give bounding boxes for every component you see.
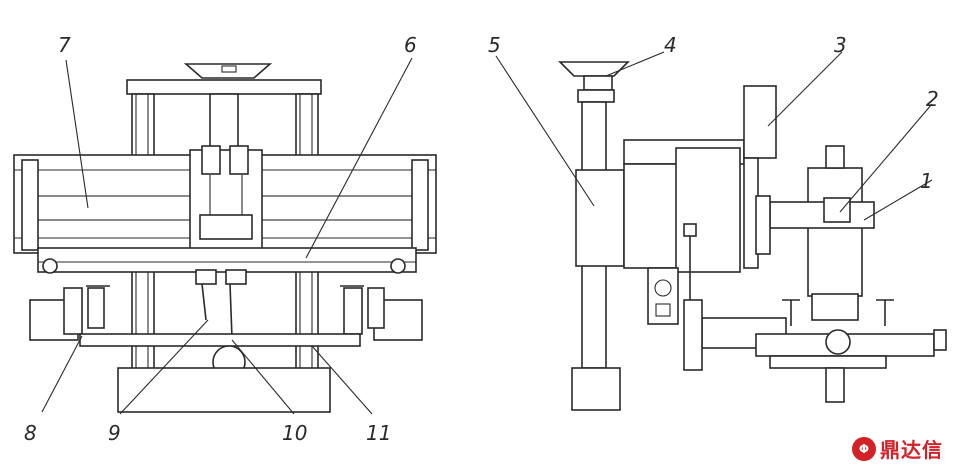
callout-1: 1: [920, 169, 933, 193]
callout-10: 10: [282, 421, 307, 445]
callout-5: 5: [488, 33, 501, 57]
slide-block-2: [823, 197, 851, 223]
callout-2: 2: [926, 87, 939, 111]
watermark-text: 鼎达信: [880, 438, 943, 462]
handwheel-hub-front: [221, 65, 237, 73]
callout-6: 6: [404, 33, 417, 57]
lower-beam: [37, 247, 417, 273]
slide-carriage: [807, 167, 863, 297]
leader-lines: [41, 51, 933, 415]
side-view: [558, 61, 947, 411]
callout-labels: 1 2 3 4 5 6 7 8 9 10 11: [24, 33, 939, 445]
callout-8: 8: [24, 421, 37, 445]
callout-9: 9: [108, 421, 121, 445]
callout-11: 11: [366, 421, 391, 445]
watermark-logo-icon: Φ: [852, 436, 876, 461]
callout-7: 7: [58, 33, 71, 57]
top-crossbar: [126, 79, 322, 95]
watermark: Φ 鼎达信: [852, 434, 943, 463]
front-view: [13, 63, 437, 413]
lead-screw: [209, 93, 239, 155]
side-panel: [743, 85, 777, 159]
handwheel-front: [183, 63, 273, 79]
front-base: [117, 367, 331, 413]
callout-4: 4: [664, 33, 677, 57]
callout-3: 3: [834, 33, 847, 57]
specimen-bar: [79, 333, 361, 347]
side-base: [571, 367, 621, 411]
handwheel-side: [558, 61, 630, 77]
slide-block: [575, 169, 625, 267]
